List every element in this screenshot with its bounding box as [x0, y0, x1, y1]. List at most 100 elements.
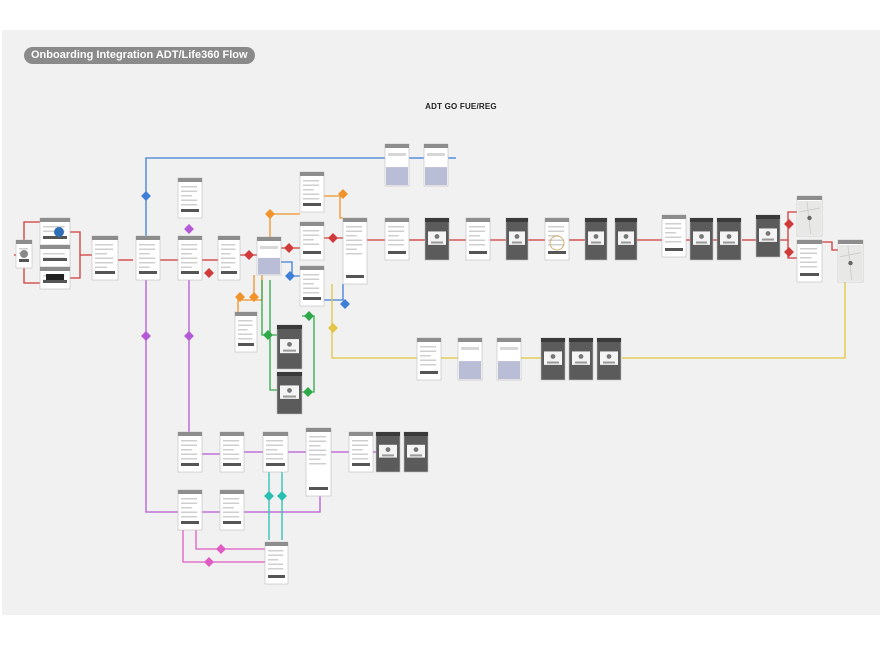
dialog-icon: [434, 234, 440, 239]
dialog-button: [575, 361, 587, 364]
screen-light: [299, 265, 325, 307]
text-line: [19, 248, 28, 250]
decision-orange: [249, 292, 259, 302]
screen-dark: [540, 337, 566, 381]
text-line: [95, 257, 113, 259]
primary-button: [303, 251, 321, 254]
screen-light: [177, 431, 203, 473]
screen-status-bar: [597, 338, 621, 342]
decision-orange: [235, 292, 245, 302]
text-line: [469, 230, 486, 232]
screen-status-bar: [541, 338, 565, 342]
connector-magenta: [182, 530, 265, 563]
text-line: [43, 226, 65, 228]
text-line: [303, 274, 320, 276]
dialog-icon: [287, 341, 292, 347]
screen-status-bar: [235, 312, 257, 316]
geofence-ring: [549, 235, 565, 251]
text-line: [665, 236, 682, 238]
connector-purple: [188, 280, 202, 455]
screen-status-bar: [40, 267, 70, 271]
connector-orange: [237, 275, 263, 312]
primary-button: [43, 258, 67, 261]
screen-status-bar: [136, 236, 160, 240]
text-line: [266, 444, 284, 446]
text-line: [352, 449, 363, 451]
dialog-button: [762, 238, 774, 241]
text-line: [303, 292, 320, 294]
connector-green: [269, 280, 277, 391]
screen-status-bar: [265, 542, 288, 546]
text-line: [303, 234, 320, 236]
decision-teal: [277, 491, 287, 501]
text-line: [266, 449, 278, 451]
screen-status-bar: [838, 240, 863, 244]
text-line: [420, 350, 437, 352]
primary-button: [221, 271, 237, 274]
dialog-icon: [726, 234, 732, 239]
dialog-icon: [623, 234, 629, 239]
decision-magenta: [204, 557, 214, 567]
screen-status-bar: [178, 490, 202, 494]
screen-light: [348, 431, 374, 473]
text-line: [303, 180, 320, 182]
text-line: [95, 253, 107, 255]
screen-map: [837, 239, 864, 283]
screen-status-bar: [300, 266, 324, 270]
primary-button: [469, 251, 487, 254]
screen-status-bar: [506, 218, 528, 222]
text-line: [223, 453, 240, 455]
text-line: [238, 324, 253, 326]
primary-button: [19, 259, 29, 262]
text-line: [800, 252, 818, 254]
text-line: [181, 498, 198, 500]
screen-status-bar: [690, 218, 713, 222]
text-line: [221, 257, 236, 259]
screen-dark: [596, 337, 622, 381]
connector-red: [70, 255, 81, 279]
text-line: [181, 440, 198, 442]
text-line: [181, 244, 198, 246]
primary-button: [181, 271, 199, 274]
primary-button: [303, 297, 321, 300]
primary-button: [665, 248, 683, 251]
text-line: [268, 559, 279, 561]
connector-yellow: [622, 280, 846, 359]
screen-status-bar: [417, 338, 441, 342]
text-line: [346, 226, 363, 228]
screen-status-bar: [424, 144, 448, 148]
text-line: [221, 262, 236, 264]
screen-dark: [403, 431, 429, 473]
text-line: [665, 241, 682, 243]
screen-light: [661, 214, 687, 258]
dialog-icon: [699, 234, 704, 239]
text-line: [420, 346, 437, 348]
input-line: [500, 347, 518, 350]
dialog-button: [283, 395, 296, 398]
text-line: [139, 257, 156, 259]
decision-red: [244, 250, 254, 260]
dialog-button: [603, 361, 615, 364]
input-line: [260, 246, 278, 249]
screen-light: [91, 235, 119, 281]
text-line: [43, 253, 65, 255]
connector-purple: [145, 280, 178, 513]
screen-light: [177, 489, 203, 531]
text-line: [548, 235, 559, 237]
app-store-badge: [46, 274, 64, 280]
text-line: [352, 458, 369, 460]
primary-button: [181, 521, 199, 524]
primary-button: [420, 371, 438, 374]
dialog-icon: [385, 447, 391, 452]
screen-status-bar: [178, 432, 202, 436]
text-line: [139, 253, 150, 255]
text-line: [181, 507, 192, 509]
screen-photo: [276, 324, 303, 370]
screen-status-bar: [497, 338, 521, 342]
screen-status-bar: [257, 237, 281, 241]
screen-map: [796, 195, 823, 237]
decision-purple: [184, 331, 194, 341]
screen-status-bar: [545, 218, 569, 222]
screen-light: [342, 217, 368, 285]
